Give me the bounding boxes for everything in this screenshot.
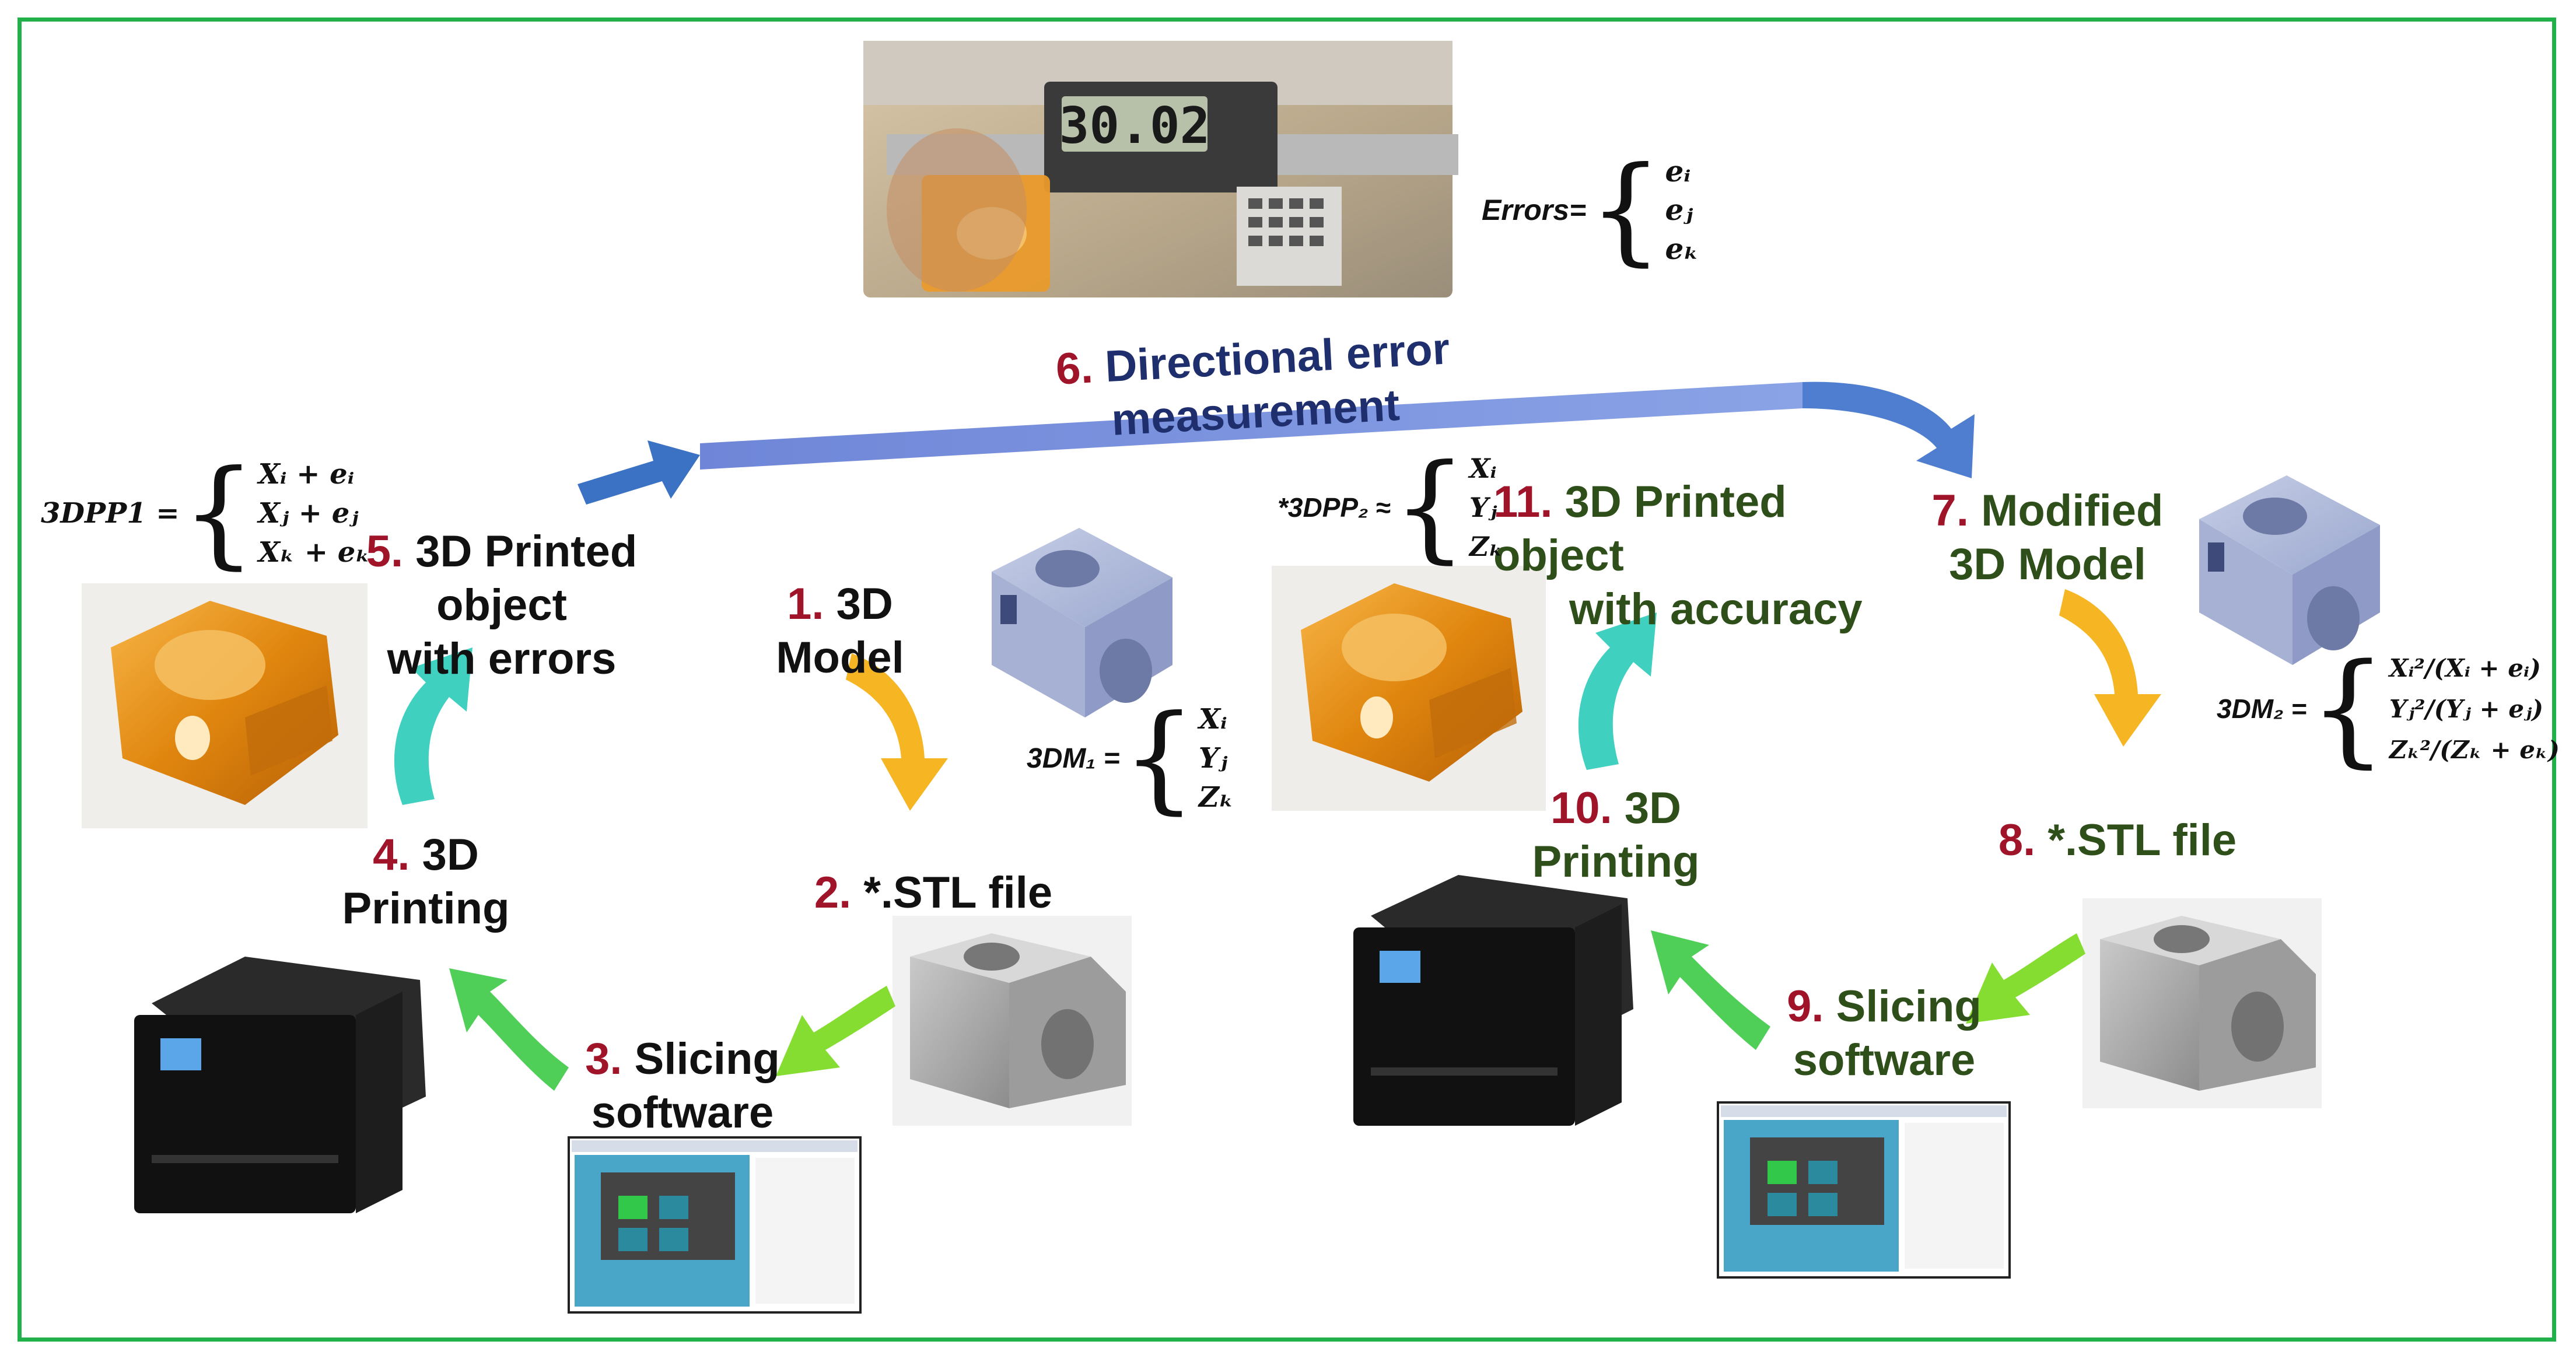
step-10-line2: Printing xyxy=(1532,837,1700,887)
dpp1-row-2: Xⱼ + eⱼ xyxy=(258,496,359,530)
step-4-line1: 3D xyxy=(422,830,479,880)
step-1-number: 1. xyxy=(787,579,824,629)
brace-icon: { xyxy=(181,445,256,581)
step-9-line2: software xyxy=(1793,1035,1976,1085)
directional-error-arrow xyxy=(578,381,1975,505)
dm2-equation: 3DM₂ = { Xᵢ²/(Xᵢ + eᵢ) Yⱼ²/(Yⱼ + eⱼ) Zₖ²… xyxy=(2217,642,2560,776)
slicing-screenshot-2 xyxy=(1717,1101,2011,1279)
step-11-label: 11. 3D Printed object with accuracy xyxy=(1493,475,1902,636)
step-6-text: Directional error measurement xyxy=(1104,324,1451,445)
step-3-label: 3. Slicing software xyxy=(578,1032,788,1140)
step-5-number: 5. xyxy=(366,527,404,576)
errors-row-1: eᵢ xyxy=(1665,153,1691,188)
step-5-label: 5. 3D Printed object with errors xyxy=(309,525,694,686)
printed-object-accurate-photo xyxy=(1272,566,1546,811)
cad-model-1 xyxy=(992,528,1172,717)
step-7-line1: Modified xyxy=(1981,486,2164,535)
printer-2 xyxy=(1353,875,1633,1126)
yellow-arrow-2 xyxy=(2059,589,2161,747)
step-5-line1: 3D Printed object xyxy=(415,527,638,630)
dm1-row-2: Yⱼ xyxy=(1198,741,1228,775)
dm1-equation-lhs: 3DM₁ = xyxy=(1027,743,1120,774)
teal-arrow-1 xyxy=(394,647,473,805)
step-10-number: 10. xyxy=(1550,783,1612,833)
printer-1 xyxy=(134,957,426,1213)
dpp2-equation: *3DPP₂ ≈ { Xᵢ Yⱼ Zₖ xyxy=(1278,443,1503,572)
step-1-text: 3D Model xyxy=(776,579,904,682)
step-9-line1: Slicing xyxy=(1836,982,1982,1031)
brace-icon: { xyxy=(1588,142,1663,278)
brace-icon: { xyxy=(2309,637,2387,780)
errors-equation: Errors= { eᵢ eⱼ eₖ xyxy=(1482,146,1699,274)
step-4-line2: Printing xyxy=(342,884,510,933)
step-8-text: *.STL file xyxy=(2048,815,2237,865)
dpp1-equation-lhs: 3DPP1 = xyxy=(41,497,180,530)
green-arrow-slicing-to-printer-2 xyxy=(1651,930,1770,1050)
printed-object-with-errors-photo xyxy=(82,583,368,828)
brace-icon: { xyxy=(1122,690,1196,826)
step-4-label: 4. 3D Printing xyxy=(327,828,525,936)
brace-icon: { xyxy=(1392,439,1467,575)
step-3-line2: software xyxy=(591,1088,774,1137)
step-11-number: 11. xyxy=(1493,477,1553,527)
diagram-frame xyxy=(18,17,2556,1342)
yellow-arrow-1 xyxy=(846,653,948,811)
step-10-line1: 3D xyxy=(1624,783,1681,833)
green-arrow-stl-to-slicing-1 xyxy=(776,986,895,1076)
dm2-row-3: Zₖ²/(Zₖ + eₖ) xyxy=(2389,735,2560,764)
step-2-number: 2. xyxy=(814,868,852,918)
step-8-number: 8. xyxy=(1998,815,2036,865)
dm2-row-1: Xᵢ²/(Xᵢ + eᵢ) xyxy=(2389,653,2541,682)
step-2-label: 2. *.STL file xyxy=(811,866,1056,920)
errors-row-3: eₖ xyxy=(1665,232,1699,267)
step-11-line2: with accuracy xyxy=(1569,584,1863,634)
green-arrow-slicing-to-printer-1 xyxy=(449,968,569,1091)
dpp1-row-1: Xᵢ + eᵢ xyxy=(258,458,355,491)
step-11-line1: 3D Printed object xyxy=(1493,477,1787,580)
step-2-text: *.STL file xyxy=(863,868,1053,918)
step-9-number: 9. xyxy=(1787,982,1824,1031)
dm1-equation: 3DM₁ = { Xᵢ Yⱼ Zₖ xyxy=(1027,694,1234,822)
dm2-row-2: Yⱼ²/(Yⱼ + eⱼ) xyxy=(2389,694,2544,723)
dm1-row-3: Zₖ xyxy=(1198,780,1234,814)
green-arrow-stl-to-slicing-2 xyxy=(1966,933,2085,1024)
dpp2-row-2: Yⱼ xyxy=(1469,491,1497,523)
dpp2-row-3: Zₖ xyxy=(1469,530,1503,562)
stl-part-2 xyxy=(2082,898,2322,1108)
step-3-line1: Slicing xyxy=(634,1034,780,1084)
teal-arrow-2 xyxy=(1578,612,1657,770)
dpp2-row-1: Xᵢ xyxy=(1469,453,1497,485)
dpp1-equation: 3DPP1 = { Xᵢ + eᵢ Xⱼ + eⱼ Xₖ + eₖ xyxy=(41,449,370,577)
dm2-equation-lhs: 3DM₂ = xyxy=(2217,694,2307,724)
dpp2-equation-lhs: *3DPP₂ ≈ xyxy=(1278,492,1391,523)
step-4-number: 4. xyxy=(373,830,410,880)
step-9-label: 9. Slicing software xyxy=(1773,980,1995,1087)
step-7-number: 7. xyxy=(1931,486,1969,535)
errors-equation-lhs: Errors= xyxy=(1482,194,1587,226)
stl-part-1 xyxy=(892,916,1132,1126)
step-5-line2: with errors xyxy=(387,634,617,684)
caliper-reading: 30.02 xyxy=(1059,97,1210,155)
step-1-label: 1. 3D Model xyxy=(718,577,963,685)
slicing-screenshot-1 xyxy=(568,1136,862,1314)
step-7-line2: 3D Model xyxy=(1949,540,2146,589)
caliper-photo: 30.02 xyxy=(863,41,1458,297)
step-8-label: 8. *.STL file xyxy=(1995,814,2240,867)
dm1-row-1: Xᵢ xyxy=(1198,703,1227,736)
step-3-number: 3. xyxy=(585,1034,622,1084)
errors-row-2: eⱼ xyxy=(1665,192,1693,227)
step-10-label: 10. 3D Printing xyxy=(1517,782,1715,889)
step-7-label: 7. Modified 3D Model xyxy=(1919,484,2176,591)
step-6-number: 6. xyxy=(1054,342,1094,394)
cad-model-2 xyxy=(2199,475,2380,665)
dpp1-row-3: Xₖ + eₖ xyxy=(258,535,370,569)
